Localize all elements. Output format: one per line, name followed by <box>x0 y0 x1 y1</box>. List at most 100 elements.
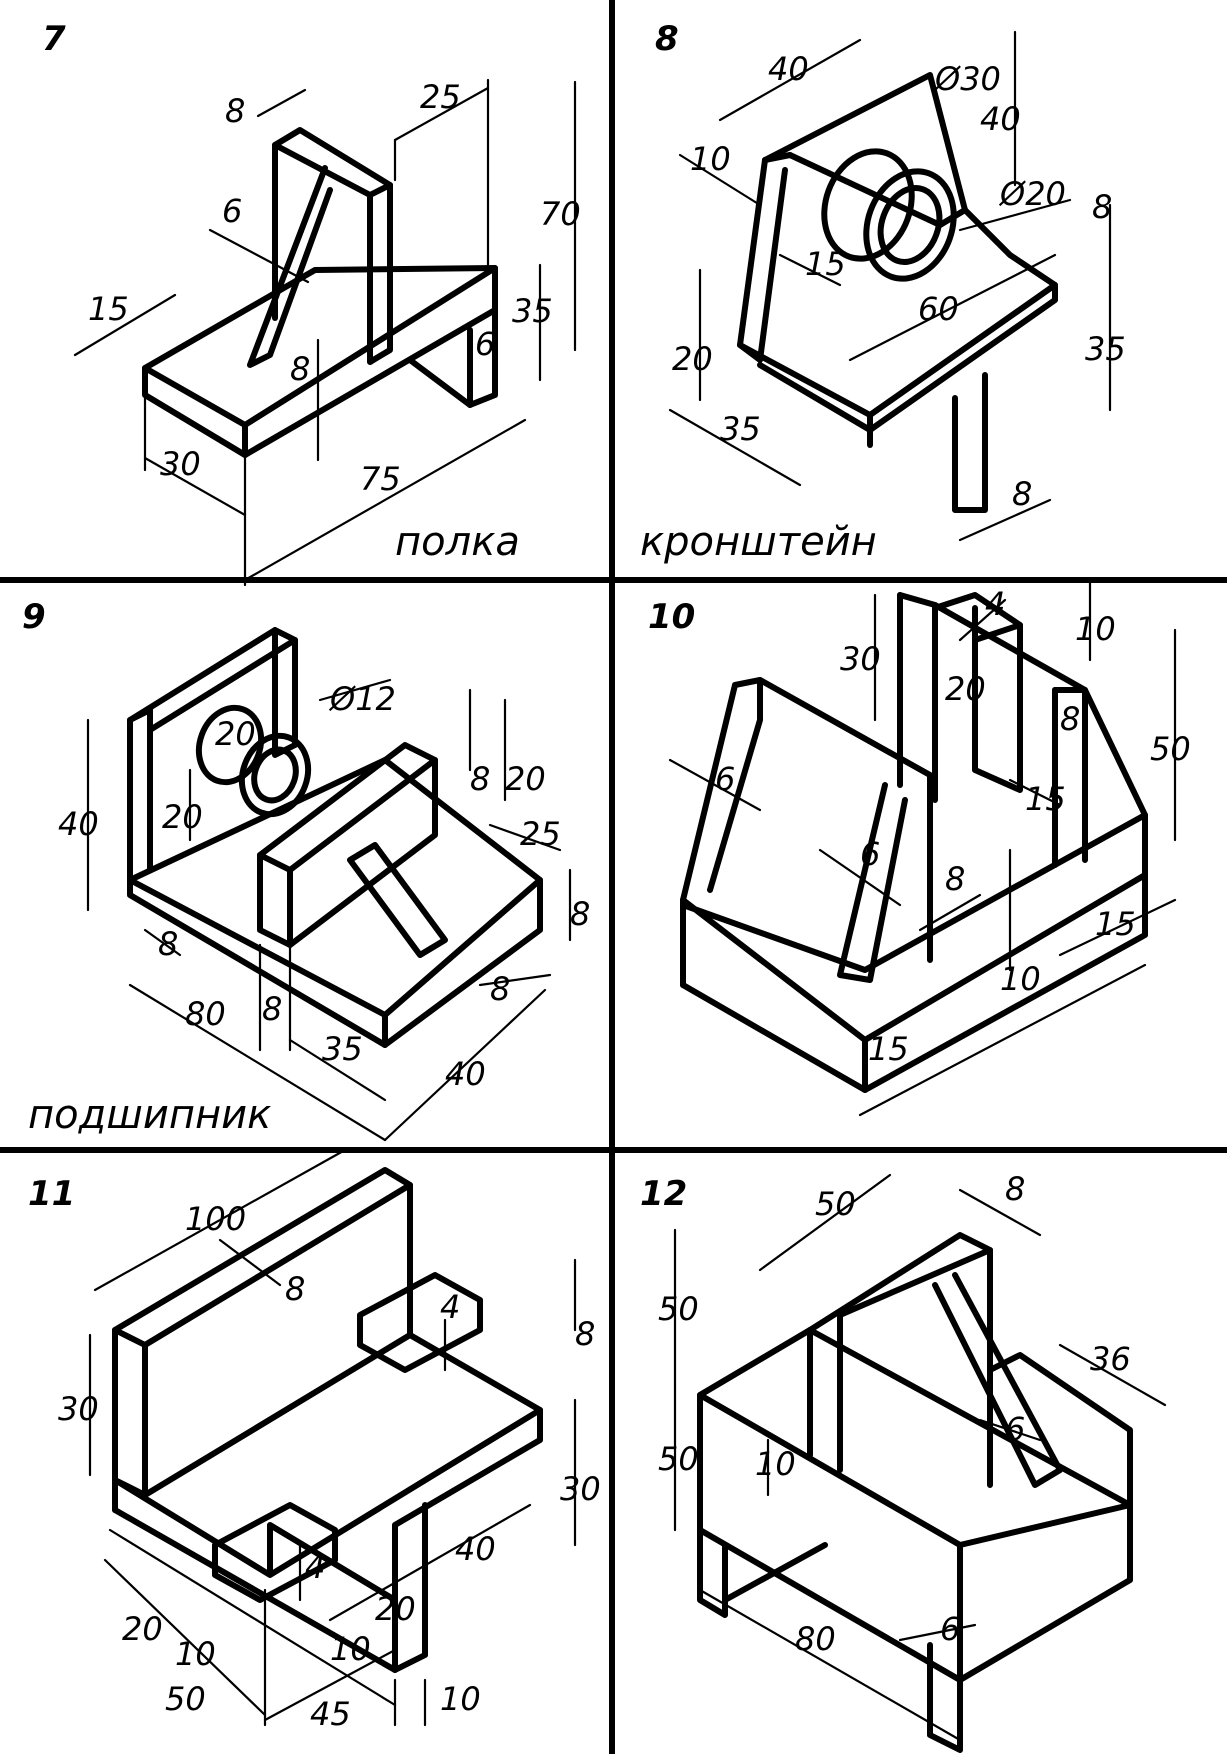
panel-caption: подшипник <box>28 1092 271 1138</box>
dim-label: 50 <box>1150 730 1191 768</box>
dimension-lines <box>673 1173 1167 1742</box>
panel-12: 12 50 8 <box>640 1170 1167 1753</box>
dim-label: 8 <box>470 760 490 798</box>
dim-label: 8 <box>225 92 245 130</box>
dim-label: 80 <box>795 1620 836 1658</box>
dim-label: 6 <box>860 835 880 873</box>
dimension-labels: 4 10 30 20 8 50 6 6 15 8 15 10 15 <box>715 585 1191 1068</box>
dim-label: 35 <box>322 1030 363 1068</box>
dim-label: 8 <box>945 860 965 898</box>
dim-label: 8 <box>285 1270 305 1308</box>
panel-number: 10 <box>648 597 695 637</box>
dim-label: 25 <box>520 815 561 853</box>
dim-label: 36 <box>1090 1340 1131 1378</box>
panel-caption: полка <box>395 519 520 565</box>
dim-label: 80 <box>185 995 226 1033</box>
dimension-labels: Ø12 20 20 40 8 20 25 8 8 80 8 35 8 40 <box>58 680 590 1093</box>
dim-label: 10 <box>440 1680 481 1718</box>
dim-label: 20 <box>375 1590 416 1628</box>
dim-label: 50 <box>165 1680 206 1718</box>
dim-label: 20 <box>215 715 256 753</box>
dim-label: 10 <box>330 1630 371 1668</box>
dim-label: 60 <box>918 290 959 328</box>
dimension-lines <box>73 78 577 587</box>
panel-8: 8 40 Ø30 4 <box>640 19 1126 565</box>
dimension-labels: 50 8 50 36 50 10 6 80 6 <box>658 1170 1131 1658</box>
dim-label: 35 <box>1085 330 1126 368</box>
dim-label: 50 <box>815 1185 856 1223</box>
dim-label: Ø20 <box>998 175 1066 213</box>
dim-label: 6 <box>940 1610 960 1648</box>
dim-label: 10 <box>755 1445 796 1483</box>
panel-number: 9 <box>22 597 46 637</box>
dim-label: 75 <box>360 460 401 498</box>
dim-label: 20 <box>505 760 546 798</box>
dim-label: 30 <box>58 1390 99 1428</box>
dim-label: 30 <box>840 640 881 678</box>
dim-label: 20 <box>945 670 986 708</box>
dim-label: 10 <box>1000 960 1041 998</box>
panel-number: 11 <box>28 1174 75 1214</box>
dimension-lines <box>668 30 1112 542</box>
dim-label: 8 <box>490 970 510 1008</box>
dim-label: 35 <box>720 410 761 448</box>
dim-label: 8 <box>570 895 590 933</box>
dim-label: 40 <box>980 100 1021 138</box>
dim-label: 100 <box>185 1200 246 1238</box>
part-12 <box>697 1232 1133 1753</box>
dim-label: 15 <box>1095 905 1136 943</box>
dim-label: 50 <box>658 1290 699 1328</box>
dim-label: Ø12 <box>328 680 396 718</box>
dim-label: 15 <box>868 1030 909 1068</box>
dim-label: 20 <box>672 340 713 378</box>
panel-number: 12 <box>640 1174 687 1214</box>
dim-label: 45 <box>310 1695 351 1733</box>
dim-label: 15 <box>1025 780 1066 818</box>
dim-label: 8 <box>158 925 178 963</box>
dim-label: 6 <box>1005 1410 1025 1448</box>
dim-label: 4 <box>305 1548 325 1586</box>
dim-label: 8 <box>262 990 282 1028</box>
dim-label: 10 <box>1075 610 1116 648</box>
dimension-labels: 100 8 4 30 8 4 40 30 20 10 10 20 50 45 1… <box>58 1200 601 1733</box>
panel-10: 10 <box>648 578 1191 1117</box>
dim-label: 20 <box>162 798 203 836</box>
dim-label: Ø30 <box>933 60 1001 98</box>
dim-label: 40 <box>768 50 809 88</box>
dim-label: 6 <box>715 760 735 798</box>
dimension-labels: 8 25 6 70 15 35 8 6 30 75 <box>88 78 581 498</box>
panel-9: 9 <box>22 597 590 1142</box>
dim-label: 70 <box>540 195 581 233</box>
dim-label: 8 <box>1012 475 1032 513</box>
dim-label: 35 <box>512 292 553 330</box>
panel-11: 11 <box>28 1148 601 1733</box>
dim-label: 6 <box>222 192 242 230</box>
dim-label: 8 <box>1092 188 1112 226</box>
dimension-lines <box>86 678 572 1142</box>
dim-label: 6 <box>475 325 495 363</box>
dim-label: 50 <box>658 1440 699 1478</box>
dim-label: 8 <box>1060 700 1080 738</box>
dim-label: 20 <box>122 1610 163 1648</box>
dimension-labels: 40 Ø30 40 10 Ø20 8 15 60 20 35 35 8 <box>672 50 1126 513</box>
dim-label: 4 <box>440 1288 460 1326</box>
dim-label: 25 <box>420 78 461 116</box>
bracket-part <box>737 72 1058 513</box>
dim-label: 8 <box>1005 1170 1025 1208</box>
dimension-lines <box>668 578 1177 1117</box>
dimension-lines <box>88 1148 577 1727</box>
panel-number: 8 <box>655 19 679 59</box>
dim-label: 10 <box>690 140 731 178</box>
panel-7: 7 8 <box>42 19 581 587</box>
part-10 <box>680 592 1148 1093</box>
dim-label: 8 <box>290 350 310 388</box>
panel-number: 7 <box>42 19 66 59</box>
dim-label: 40 <box>445 1055 486 1093</box>
panel-caption: кронштейн <box>640 519 877 565</box>
dim-label: 15 <box>805 245 846 283</box>
part-11 <box>112 1167 543 1673</box>
dim-label: 40 <box>455 1530 496 1568</box>
dim-label: 30 <box>160 445 201 483</box>
